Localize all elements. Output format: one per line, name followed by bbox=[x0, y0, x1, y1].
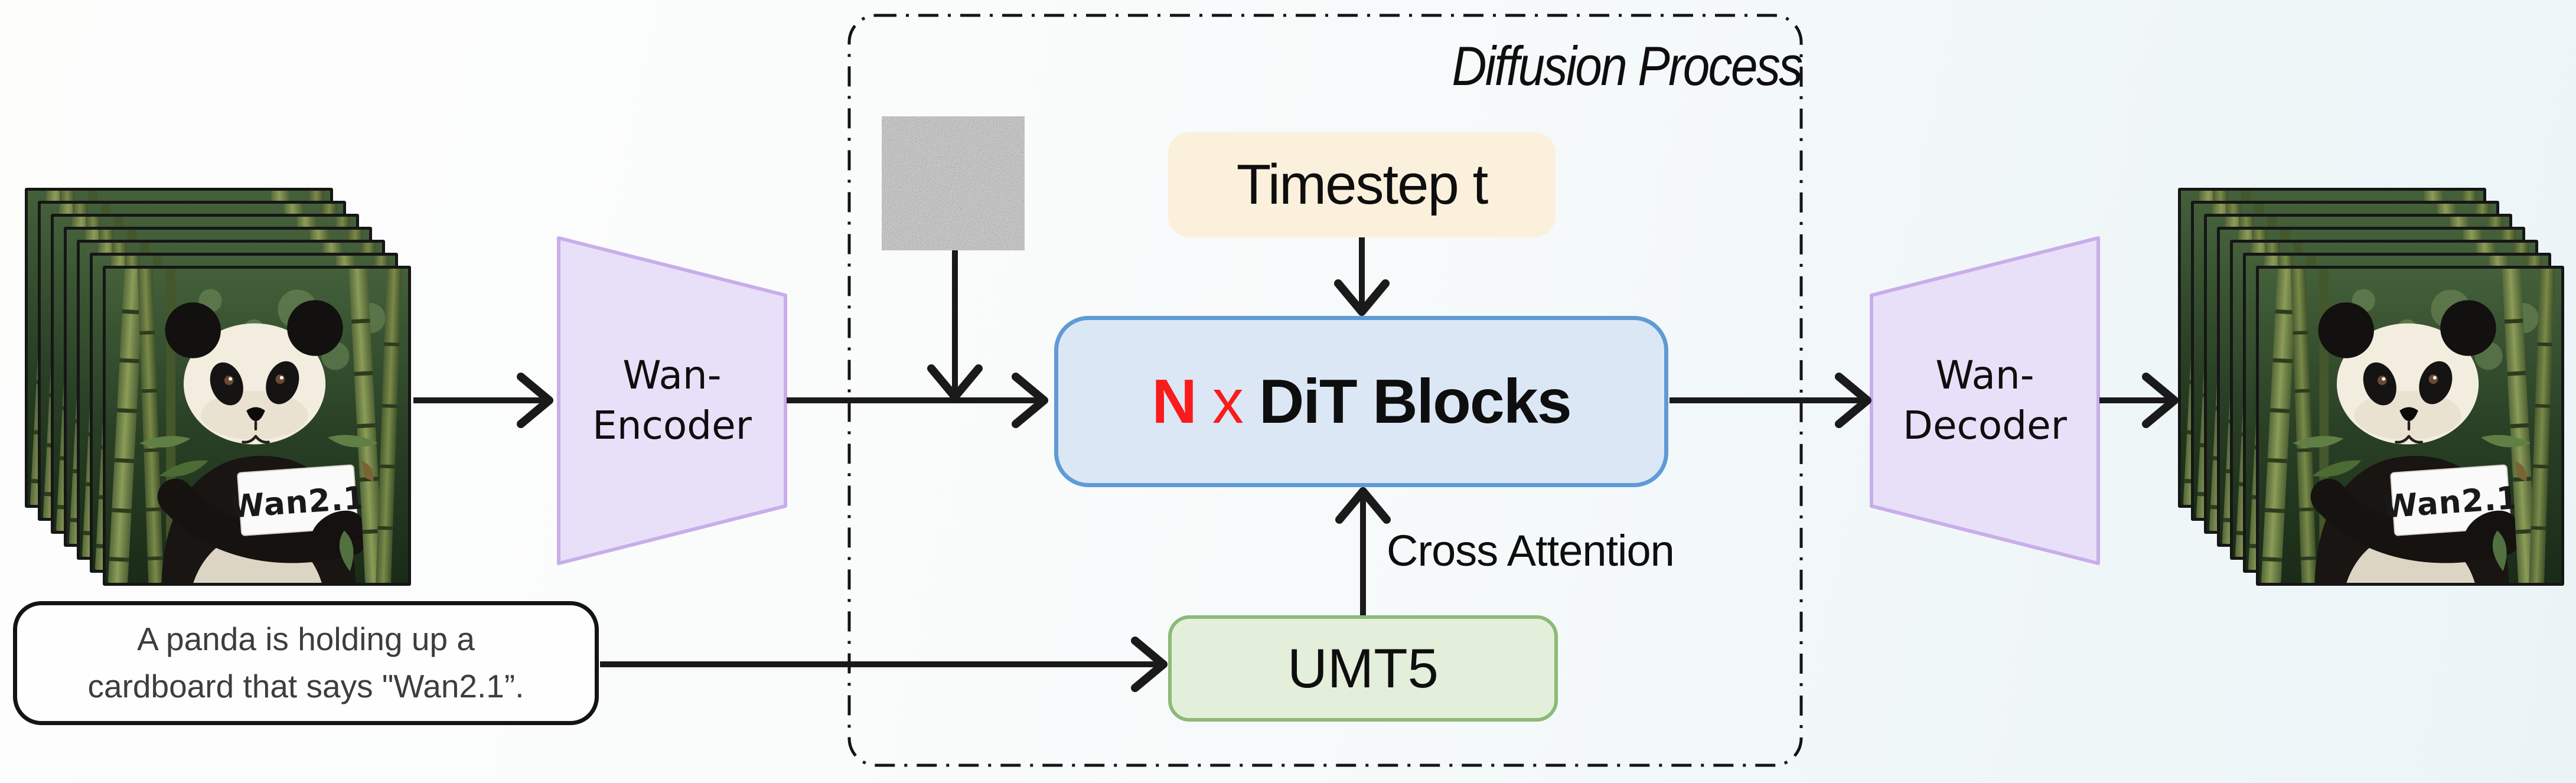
wan-encoder-label: Wan- Encoder bbox=[559, 238, 785, 563]
prompt-bubble: A panda is holding up a cardboard that s… bbox=[13, 601, 599, 725]
umt5-box: UMT5 bbox=[1168, 615, 1558, 722]
wan-encoder-line2: Encoder bbox=[592, 402, 752, 448]
output-video-frames bbox=[2178, 188, 2568, 589]
video-frame bbox=[103, 266, 411, 586]
wan-encoder-line1: Wan- bbox=[622, 353, 722, 399]
wan-decoder-shape bbox=[1870, 236, 2100, 565]
wan-decoder-line2: Decoder bbox=[1903, 402, 2067, 448]
timestep-label: Timestep t bbox=[1236, 153, 1489, 216]
wan-decoder-label: Wan- Decoder bbox=[1871, 238, 2098, 563]
wan-decoder-line1: Wan- bbox=[1935, 353, 2034, 399]
noise-image bbox=[882, 116, 1025, 250]
umt5-label: UMT5 bbox=[1287, 637, 1439, 699]
diffusion-process-border bbox=[847, 14, 1803, 767]
dit-repeat-count: N bbox=[1152, 366, 1197, 436]
dit-times-symbol: x bbox=[1212, 366, 1244, 436]
input-video-frames bbox=[25, 188, 415, 589]
dit-blocks-box: N x DiT Blocks bbox=[1054, 316, 1668, 487]
cross-attention-label: Cross Attention bbox=[1387, 526, 1675, 575]
timestep-box: Timestep t bbox=[1168, 132, 1556, 237]
prompt-line: cardboard that says "Wan2.1”. bbox=[87, 668, 524, 704]
diffusion-process-title: Diffusion Process bbox=[1452, 35, 1803, 97]
dit-blocks-label: DiT Blocks bbox=[1258, 366, 1572, 436]
wan-encoder-shape bbox=[557, 236, 787, 565]
prompt-line: A panda is holding up a bbox=[137, 621, 475, 658]
video-frame bbox=[2256, 266, 2564, 586]
